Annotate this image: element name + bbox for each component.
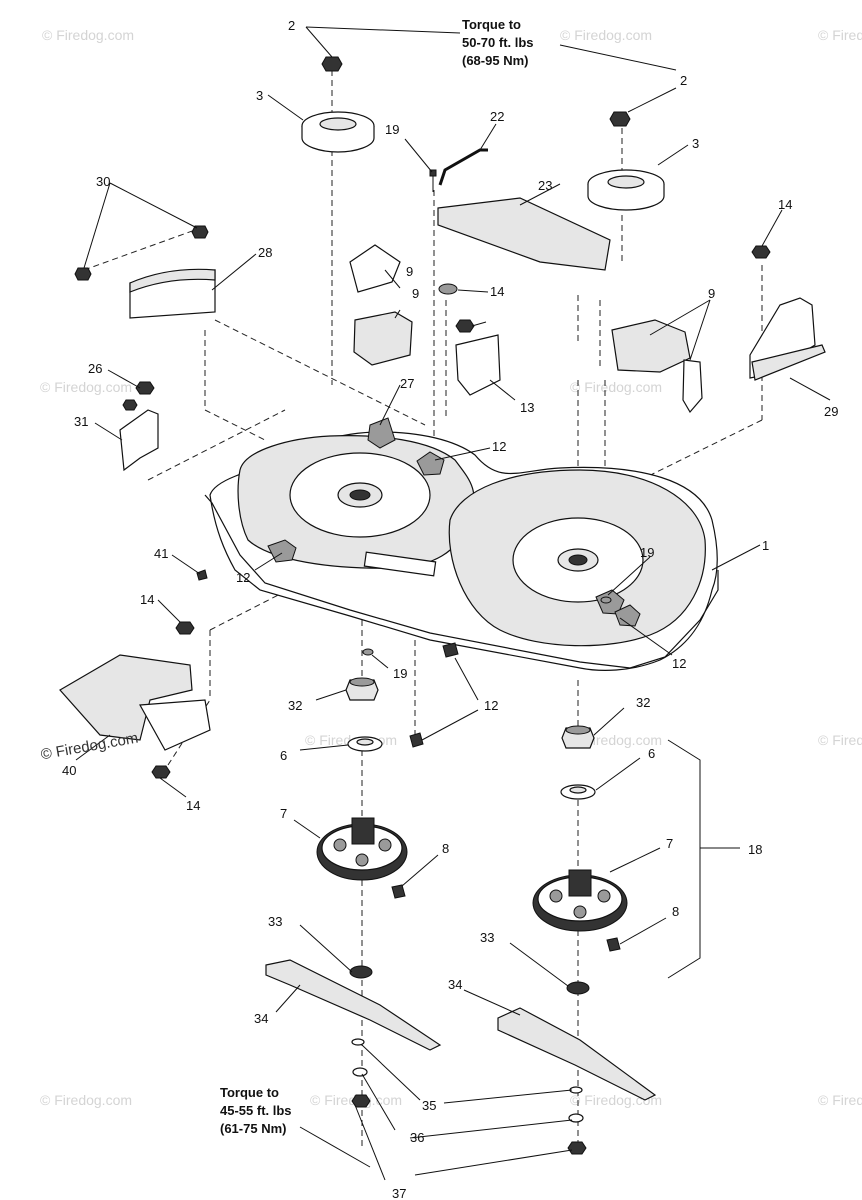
assembly-18-bracket — [667, 739, 701, 979]
callout-label: 13 — [520, 400, 534, 415]
callout-label: 2 — [288, 18, 295, 33]
watermark: © Firedog.com — [40, 1092, 132, 1108]
callout-label: 35 — [422, 1098, 436, 1113]
nut-parts — [122, 56, 771, 779]
watermark: © Firedog.com — [42, 27, 134, 43]
watermark: © Firedog.com — [40, 379, 132, 395]
callout-label: 33 — [480, 930, 494, 945]
callout-label: 6 — [280, 748, 287, 763]
callout-label: 28 — [258, 245, 272, 260]
callout-label: 2 — [680, 73, 687, 88]
watermark: © Firedog.com — [560, 27, 652, 43]
callout-label: 33 — [268, 914, 282, 929]
watermark: © Firedog.com — [818, 1092, 862, 1108]
spindle-stack-left — [265, 677, 442, 1108]
torque-note-line: (68-95 Nm) — [462, 53, 528, 68]
callout-label: 22 — [490, 109, 504, 124]
callout-label: 23 — [538, 178, 552, 193]
callout-label: 32 — [288, 698, 302, 713]
watermark: © Firedog.com — [570, 379, 662, 395]
callout-labels: 2 2 3 3 19 22 23 30 28 14 9 9 14 9 26 27… — [62, 18, 838, 1200]
callout-label: 7 — [666, 836, 673, 851]
callout-label: 7 — [280, 806, 287, 821]
torque-note-line: 50-70 ft. lbs — [462, 35, 534, 50]
watermark-dark: © Firedog.com — [39, 730, 139, 764]
callout-label: 3 — [692, 136, 699, 151]
callout-label: 36 — [410, 1130, 424, 1145]
callout-label: 9 — [406, 264, 413, 279]
callout-label: 29 — [824, 404, 838, 419]
watermark: © Firedog.com — [818, 732, 862, 748]
callout-label: 41 — [154, 546, 168, 561]
callout-label: 37 — [392, 1186, 406, 1200]
callout-label: 9 — [412, 286, 419, 301]
callout-label: 6 — [648, 746, 655, 761]
callout-label: 19 — [393, 666, 407, 681]
callout-label: 34 — [448, 977, 462, 992]
pulley-left — [301, 111, 375, 153]
callout-label: 12 — [236, 570, 250, 585]
bolt-parts — [196, 148, 621, 952]
callout-label: 12 — [492, 439, 506, 454]
callout-label: 3 — [256, 88, 263, 103]
callout-label: 40 — [62, 763, 76, 778]
torque-note-line: 45-55 ft. lbs — [220, 1103, 292, 1118]
callout-label: 19 — [385, 122, 399, 137]
callout-label: 8 — [672, 904, 679, 919]
callout-label: 14 — [140, 592, 154, 607]
callout-label: 27 — [400, 376, 414, 391]
torque-note-line: (61-75 Nm) — [220, 1121, 286, 1136]
callout-label: 32 — [636, 695, 650, 710]
spindle-stack-right — [497, 725, 657, 1155]
callout-label: 30 — [96, 174, 110, 189]
callout-label: 34 — [254, 1011, 268, 1026]
callout-label: 14 — [186, 798, 200, 813]
torque-note-bottom: Torque to 45-55 ft. lbs (61-75 Nm) — [220, 1085, 292, 1136]
callout-label: 9 — [708, 286, 715, 301]
baffles-brackets — [59, 197, 826, 751]
callout-label: 1 — [762, 538, 769, 553]
pulley-right — [587, 169, 665, 211]
callout-label: 19 — [640, 545, 654, 560]
deck-housing — [204, 417, 719, 671]
callout-label: 26 — [88, 361, 102, 376]
callout-label: 31 — [74, 414, 88, 429]
callout-label: 18 — [748, 842, 762, 857]
torque-note-line: Torque to — [220, 1085, 279, 1100]
callout-label: 8 — [442, 841, 449, 856]
watermark: © Firedog.com — [818, 27, 862, 43]
torque-note-line: Torque to — [462, 17, 521, 32]
callout-label: 14 — [778, 197, 792, 212]
leader-lines — [75, 26, 831, 1181]
torque-note-top: Torque to 50-70 ft. lbs (68-95 Nm) — [462, 17, 534, 68]
callout-label: 12 — [484, 698, 498, 713]
callout-label: 12 — [672, 656, 686, 671]
callout-label: 14 — [490, 284, 504, 299]
